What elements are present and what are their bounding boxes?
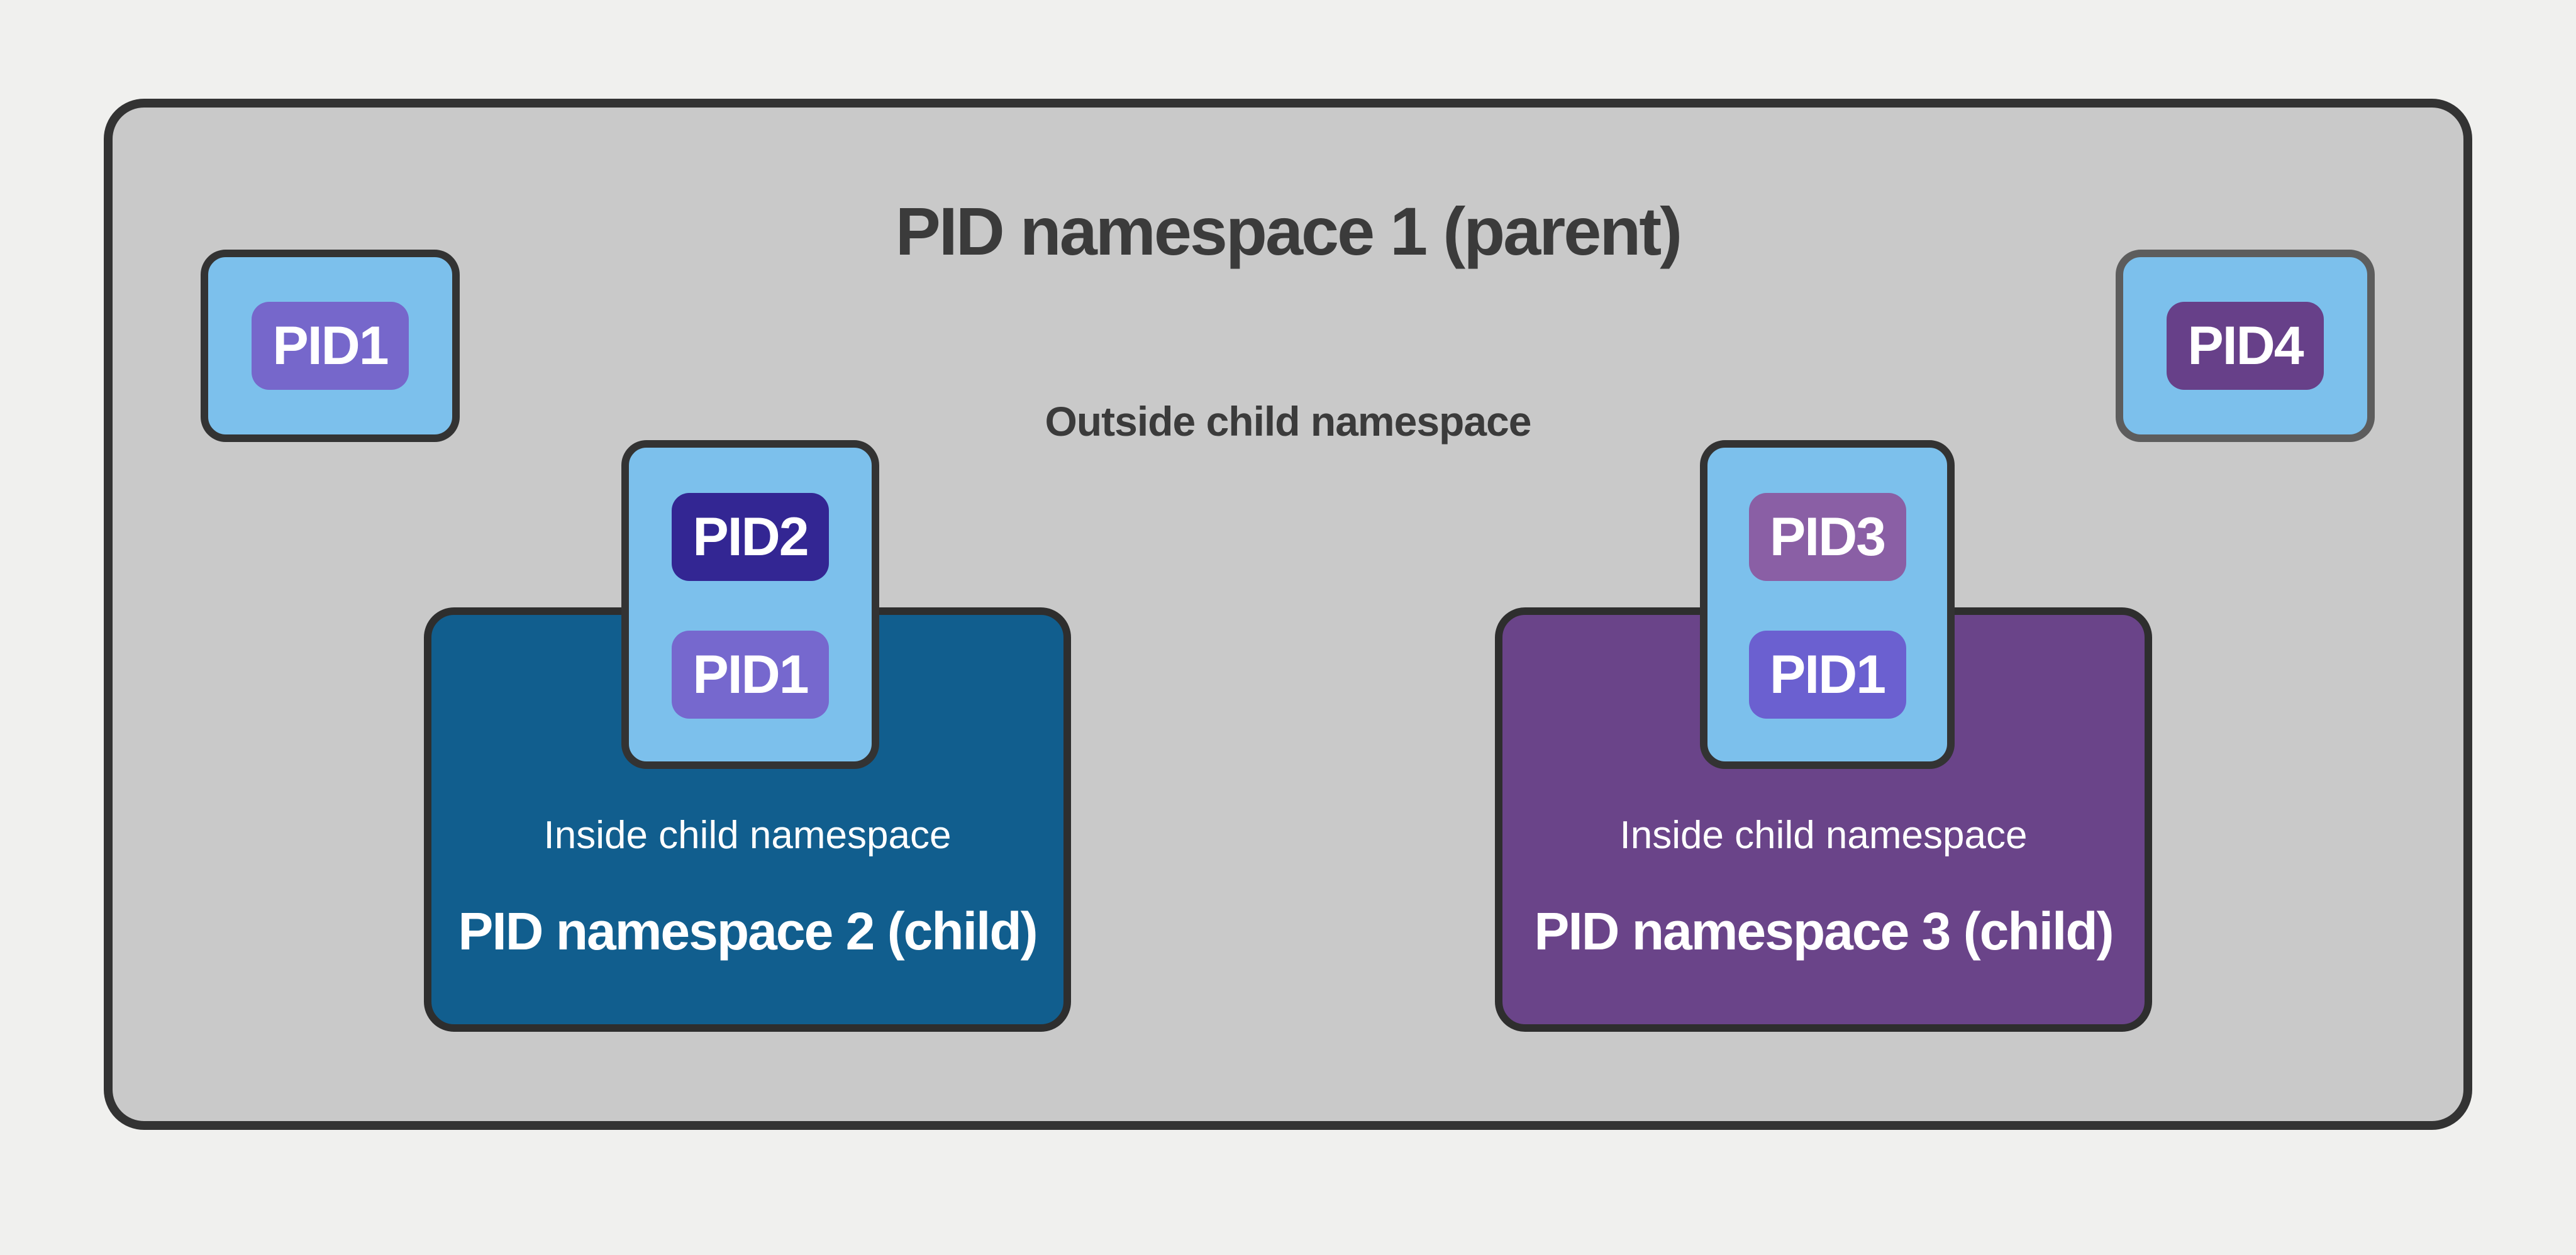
inside-child-namespace-label-ns2: Inside child namespace bbox=[543, 814, 952, 857]
pid-badge-pid1-inner-left: PID1 bbox=[672, 631, 829, 719]
process-box-pid4-parent: PID4 bbox=[2116, 250, 2375, 442]
pid-badge-pid3-outer: PID3 bbox=[1748, 493, 1906, 581]
outside-child-namespace-label: Outside child namespace bbox=[1045, 398, 1532, 445]
parent-namespace-title: PID namespace 1 (parent) bbox=[895, 193, 1682, 269]
process-box-pid1-parent: PID1 bbox=[201, 250, 460, 442]
pid-badge-pid4: PID4 bbox=[2167, 302, 2324, 390]
parent-namespace-box: PID namespace 1 (parent) Outside child n… bbox=[104, 99, 2472, 1130]
inside-child-namespace-label-ns3: Inside child namespace bbox=[1619, 814, 2028, 857]
child-namespace-3-title: PID namespace 3 (child) bbox=[1534, 902, 2114, 961]
pid-badge-pid1-inner-right: PID1 bbox=[1748, 631, 1906, 719]
pid-badge-pid1-parent: PID1 bbox=[252, 302, 409, 390]
child-namespace-2-title: PID namespace 2 (child) bbox=[458, 902, 1038, 961]
bridge-process-box-right: PID3 PID1 bbox=[1700, 440, 1955, 769]
pid-badge-pid2-outer: PID2 bbox=[672, 493, 829, 581]
bridge-process-box-left: PID2 PID1 bbox=[621, 440, 879, 769]
